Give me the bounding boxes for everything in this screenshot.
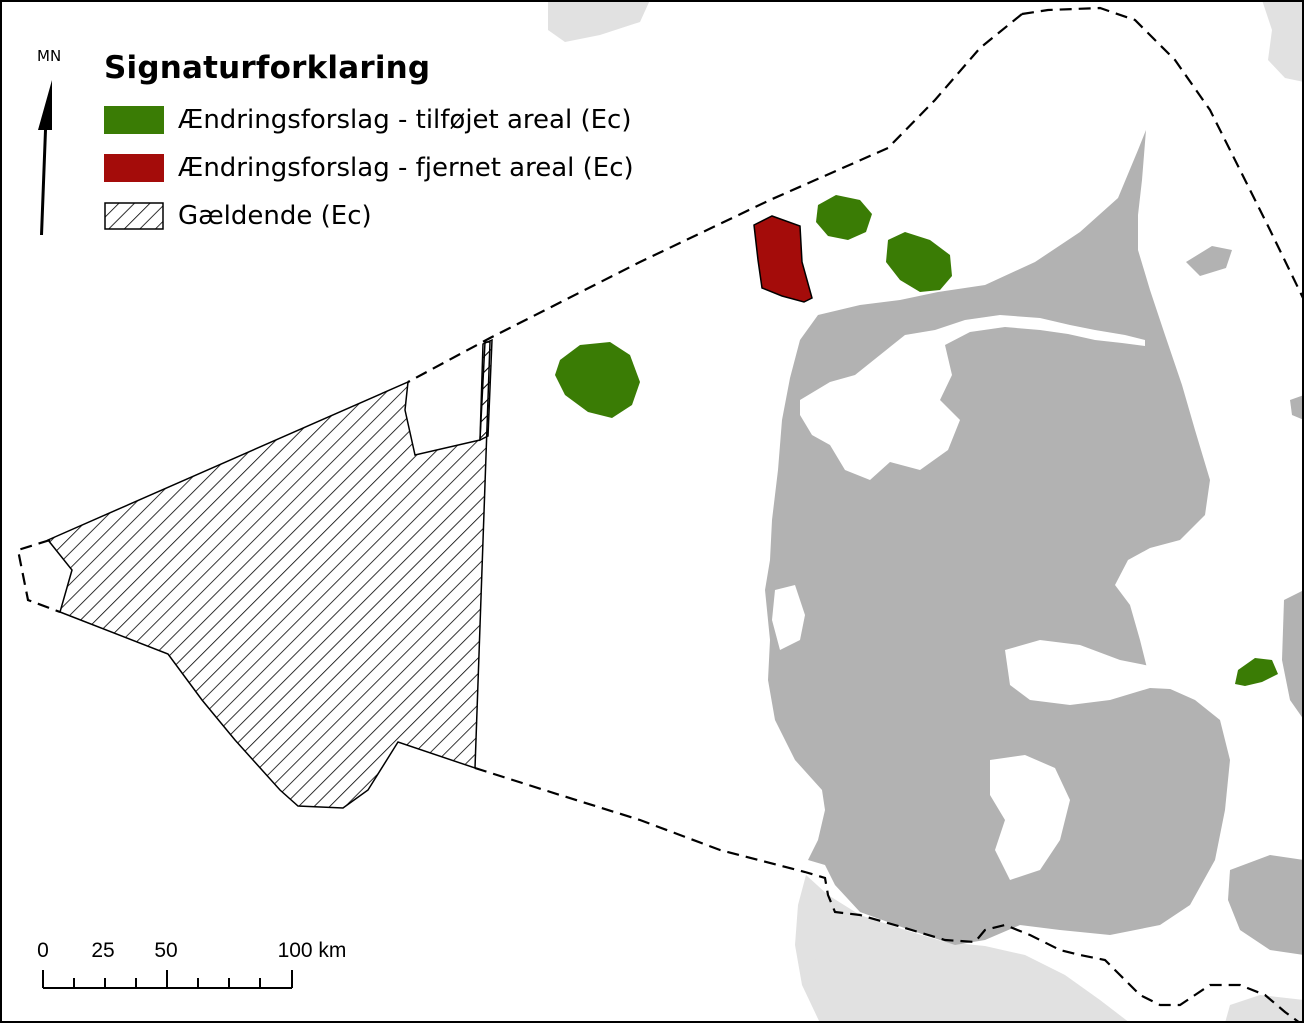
added-area-green-2 <box>886 232 952 292</box>
land-laeso <box>1186 246 1232 276</box>
water-fjord-south <box>990 755 1070 880</box>
added-area-green-1 <box>816 195 872 240</box>
legend-label-removed: Ændringsforslag - fjernet areal (Ec) <box>178 153 634 183</box>
legend-swatch-green <box>104 106 164 134</box>
scale-label-25: 25 <box>91 939 115 962</box>
north-arrow-icon <box>38 80 52 235</box>
legend-item-removed: Ændringsforslag - fjernet areal (Ec) <box>104 144 634 192</box>
water-limfjord <box>800 315 1145 480</box>
legend-label-added: Ændringsforslag - tilføjet areal (Ec) <box>178 105 632 135</box>
land-sylt <box>812 958 842 980</box>
land-germany <box>795 875 1130 1023</box>
legend: Signaturforklaring Ændringsforslag - til… <box>104 50 634 240</box>
legend-item-current: Gældende (Ec) <box>104 192 634 240</box>
legend-swatch-red <box>104 154 164 182</box>
added-area-green-4 <box>1235 658 1278 686</box>
land-norway <box>548 0 650 42</box>
scale-label-0: 0 <box>37 939 49 962</box>
land-sweden-north <box>1262 0 1304 82</box>
current-area-strip <box>479 338 493 442</box>
scale-bar <box>42 970 293 989</box>
removed-area-red <box>753 215 813 303</box>
land-anholt <box>1290 395 1304 420</box>
legend-label-current: Gældende (Ec) <box>178 201 372 231</box>
land-zealand-edge <box>1282 590 1304 720</box>
current-area-hatched <box>46 341 491 809</box>
land-jutland <box>765 130 1230 945</box>
north-arrow-label: MN <box>37 47 62 65</box>
water-coast-cut <box>772 585 805 650</box>
scale-label-100km: 100 km <box>277 939 347 962</box>
land-sweden-east <box>1225 995 1304 1023</box>
water-fjord-east <box>1005 640 1195 705</box>
boundary-line-west <box>16 13 1301 1023</box>
land-fyn <box>1228 855 1304 955</box>
scale-label-50: 50 <box>154 939 178 962</box>
added-area-green-3 <box>555 342 640 418</box>
legend-title: Signaturforklaring <box>104 50 431 86</box>
boundary-line <box>1021 6 1304 301</box>
legend-swatch-hatched <box>104 202 164 230</box>
legend-item-added: Ændringsforslag - tilføjet areal (Ec) <box>104 96 634 144</box>
